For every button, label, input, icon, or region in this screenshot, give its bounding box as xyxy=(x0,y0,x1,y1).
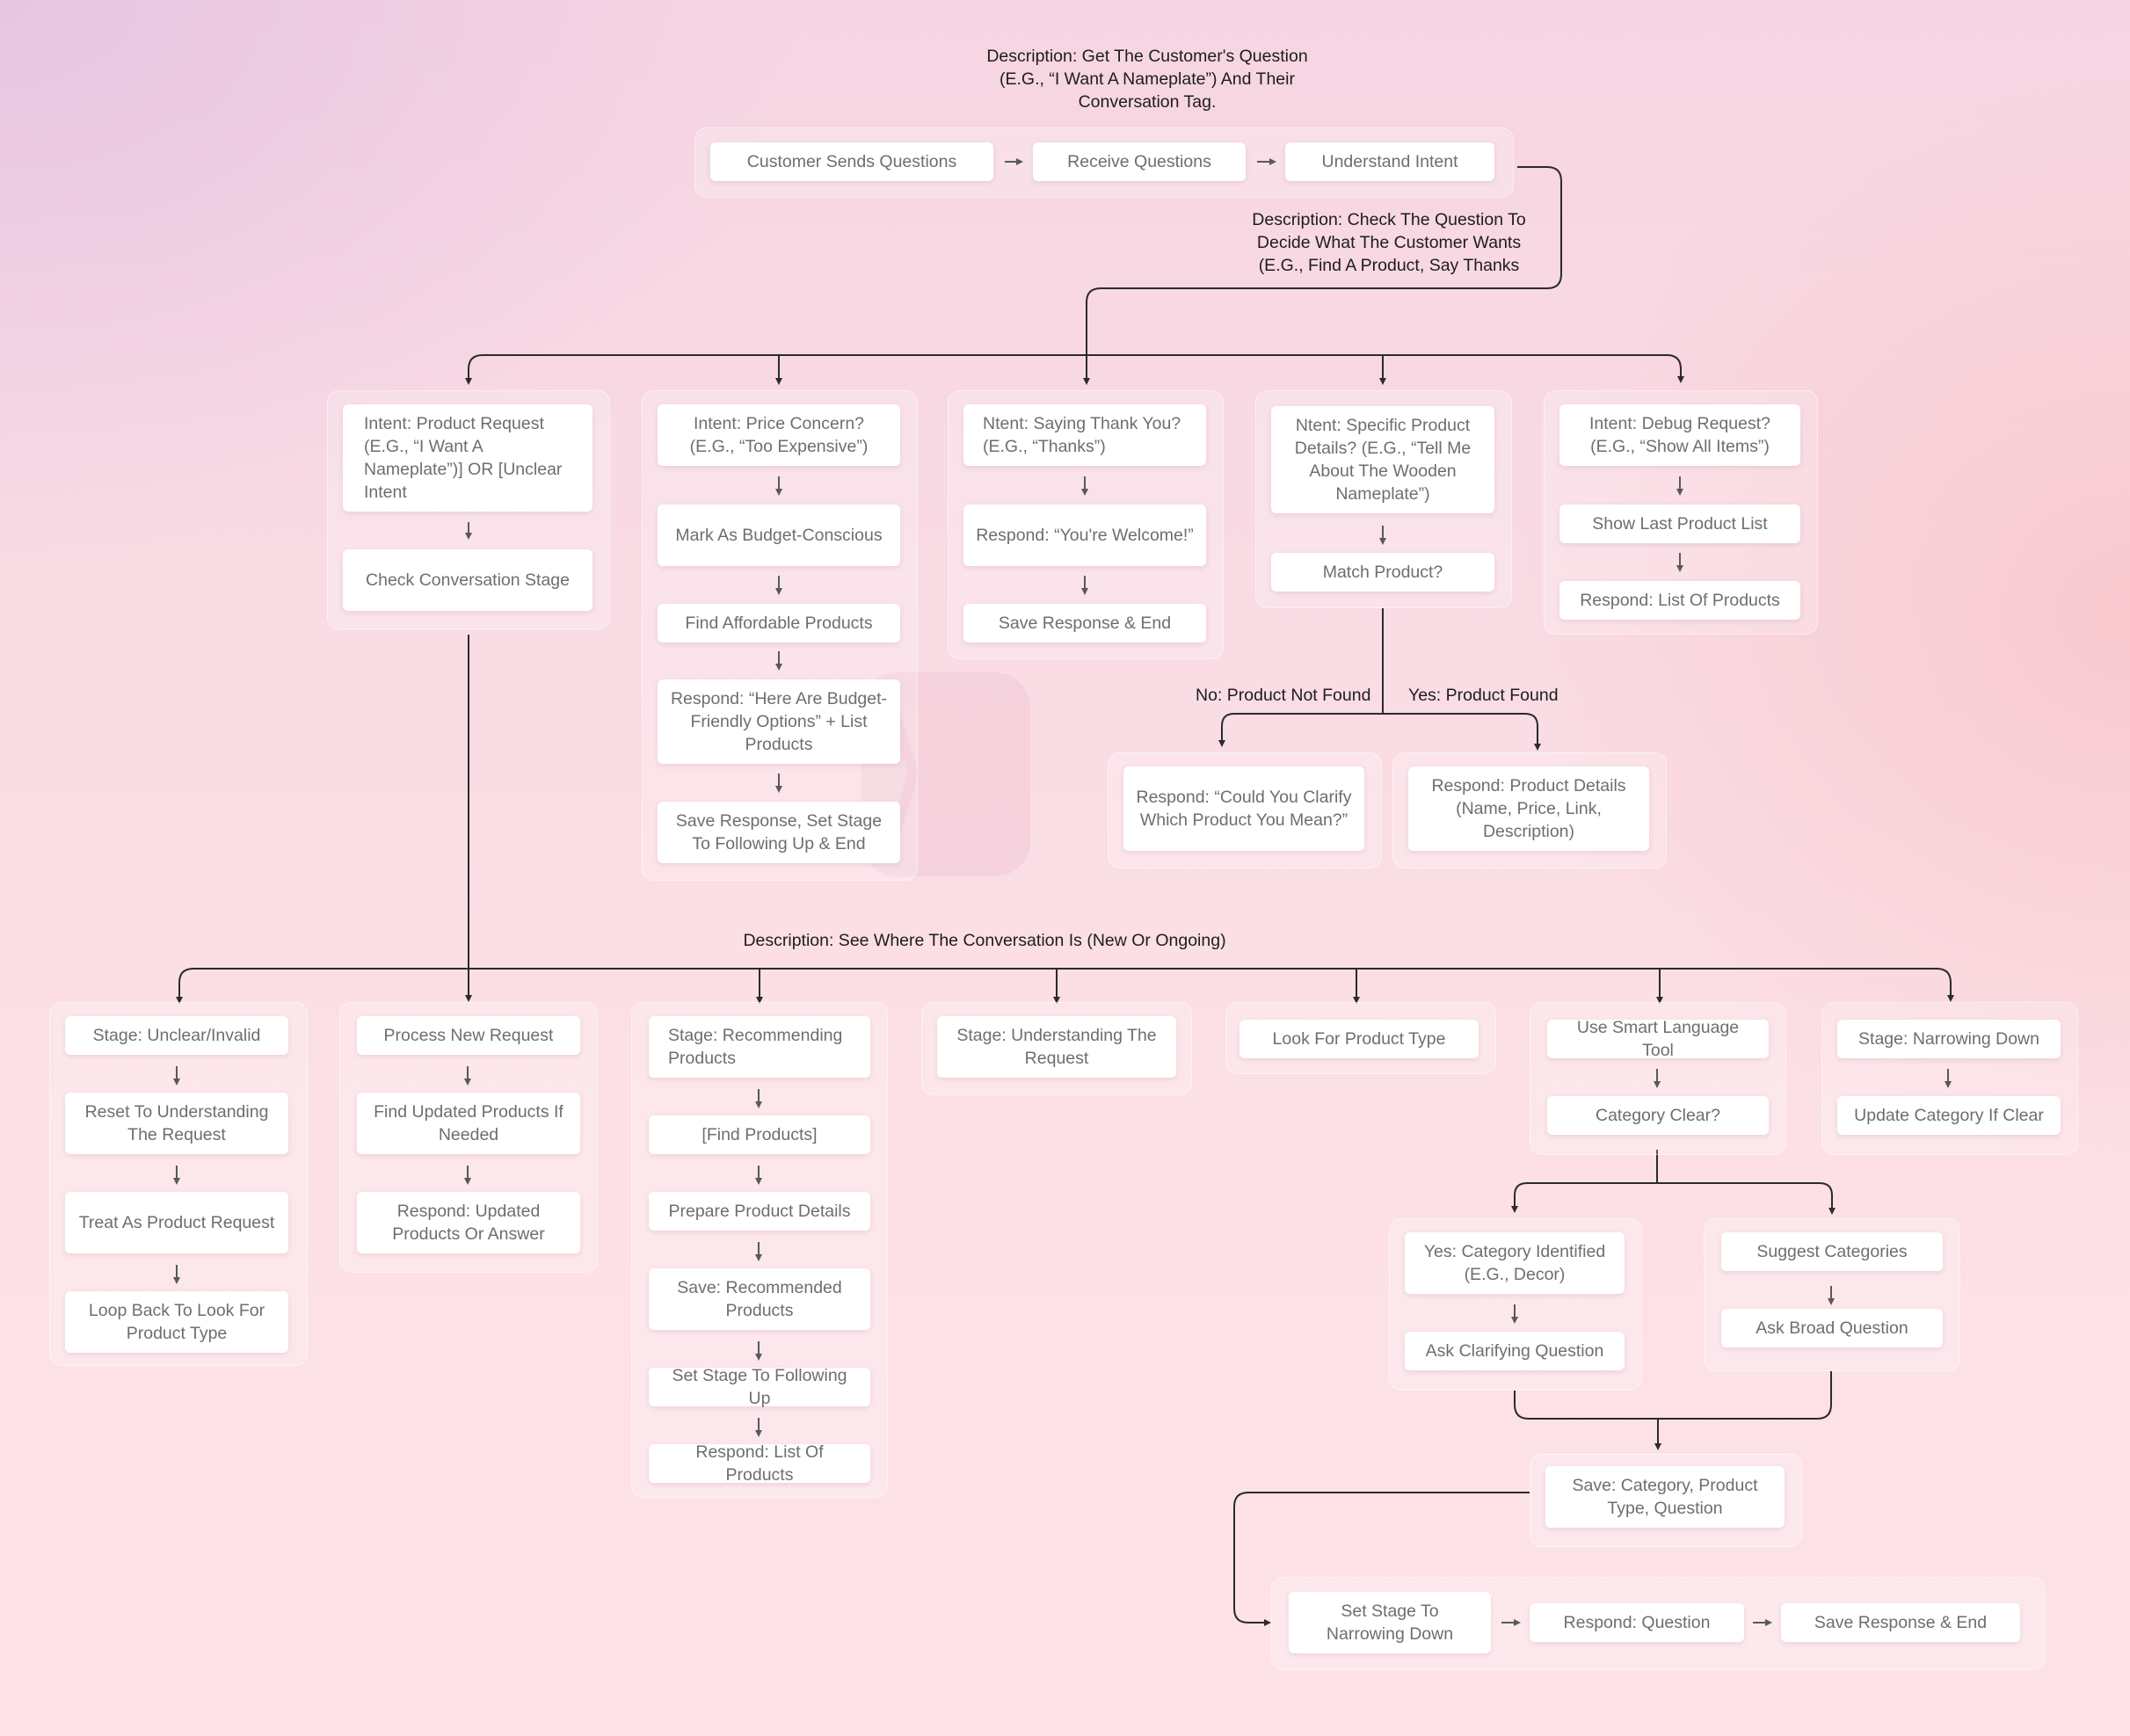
node-loop-back-product-type: Loop Back To Look For Product Type xyxy=(65,1291,288,1353)
node-intent-price-concern: Intent: Price Concern? (E.G., “Too Expen… xyxy=(658,404,900,466)
node-mark-budget-conscious: Mark As Budget-Conscious xyxy=(658,505,900,566)
node-respond-youre-welcome: Respond: “You're Welcome!” xyxy=(963,505,1206,566)
node-use-smart-language-tool: Use Smart Language Tool xyxy=(1547,1018,1769,1060)
node-category-clear: Category Clear? xyxy=(1547,1096,1769,1135)
description-intent: Description: Check The Question To Decid… xyxy=(1252,210,1526,275)
node-stage-narrowing-down: Stage: Narrowing Down xyxy=(1837,1020,2061,1058)
node-prepare-product-details: Prepare Product Details xyxy=(649,1192,870,1231)
node-ask-clarifying-question: Ask Clarifying Question xyxy=(1405,1332,1625,1370)
node-respond-question: Respond: Question xyxy=(1530,1603,1744,1642)
node-respond-clarify-product: Respond: “Could You Clarify Which Produc… xyxy=(1123,766,1364,851)
node-find-affordable-products: Find Affordable Products xyxy=(658,604,900,643)
label-yes-product-found: Yes: Product Found xyxy=(1408,686,1559,705)
node-intent-thank-you: Ntent: Saying Thank You? (E.G., “Thanks”… xyxy=(963,404,1206,466)
node-set-stage-narrowing-down: Set Stage To Narrowing Down xyxy=(1289,1592,1491,1653)
node-respond-list-of-products: Respond: List Of Products xyxy=(649,1442,870,1485)
node-look-for-product-type: Look For Product Type xyxy=(1239,1020,1479,1058)
node-save-response-following-up: Save Response, Set Stage To Following Up… xyxy=(658,802,900,863)
node-save-category-product-type-question: Save: Category, Product Type, Question xyxy=(1545,1466,1785,1528)
node-save-response-end-thanks: Save Response & End xyxy=(963,604,1206,643)
description-stage: Description: See Where The Conversation … xyxy=(743,931,1226,950)
node-show-last-product-list: Show Last Product List xyxy=(1559,505,1800,543)
node-find-products: [Find Products] xyxy=(649,1115,870,1154)
node-suggest-categories: Suggest Categories xyxy=(1721,1232,1943,1271)
node-find-updated-products: Find Updated Products If Needed xyxy=(357,1093,580,1154)
node-stage-understanding-request: Stage: Understanding The Request xyxy=(937,1016,1176,1078)
node-receive-questions: Receive Questions xyxy=(1033,142,1246,181)
node-intent-product-request: Intent: Product Request (E.G., “I Want A… xyxy=(343,404,592,512)
node-stage-unclear-invalid: Stage: Unclear/Invalid xyxy=(65,1016,288,1055)
node-intent-debug-request: Intent: Debug Request? (E.G., “Show All … xyxy=(1559,404,1800,466)
node-respond-list-of-products-debug: Respond: List Of Products xyxy=(1559,581,1800,620)
node-save-recommended-products: Save: Recommended Products xyxy=(649,1268,870,1330)
stage-recommending-group xyxy=(631,1002,888,1498)
node-update-category-if-clear: Update Category If Clear xyxy=(1837,1096,2061,1135)
node-set-stage-following-up: Set Stage To Following Up xyxy=(649,1366,870,1408)
node-customer-sends-questions: Customer Sends Questions xyxy=(710,142,993,181)
node-respond-product-details: Respond: Product Details (Name, Price, L… xyxy=(1408,766,1649,851)
label-no-product-not-found: No: Product Not Found xyxy=(1196,686,1371,705)
node-check-conversation-stage: Check Conversation Stage xyxy=(343,549,592,611)
node-reset-understanding-request: Reset To Understanding The Request xyxy=(65,1093,288,1154)
node-process-new-request: Process New Request xyxy=(357,1016,580,1055)
node-stage-recommending-products: Stage: Recommending Products xyxy=(649,1016,870,1078)
node-understand-intent: Understand Intent xyxy=(1285,142,1494,181)
node-treat-as-product-request: Treat As Product Request xyxy=(65,1192,288,1253)
node-match-product: Match Product? xyxy=(1271,553,1494,592)
node-ask-broad-question: Ask Broad Question xyxy=(1721,1309,1943,1347)
description-top: Description: Get The Customer's Question… xyxy=(986,47,1308,112)
node-yes-category-identified: Yes: Category Identified (E.G., Decor) xyxy=(1405,1232,1625,1294)
node-intent-specific-product: Ntent: Specific Product Details? (E.G., … xyxy=(1271,406,1494,513)
node-respond-budget-options: Respond: “Here Are Budget-Friendly Optio… xyxy=(658,679,900,764)
node-respond-updated-products: Respond: Updated Products Or Answer xyxy=(357,1192,580,1253)
node-save-response-end-final: Save Response & End xyxy=(1781,1603,2020,1642)
